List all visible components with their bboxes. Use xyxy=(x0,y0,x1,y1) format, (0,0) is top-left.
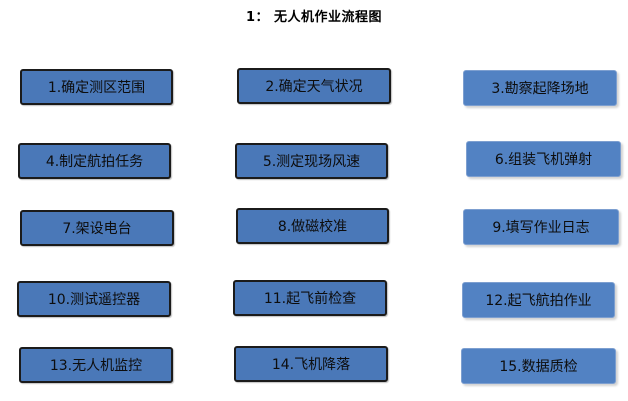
step-1-box: 1.确定测区范围 xyxy=(20,69,173,105)
step-14-box: 14.飞机降落 xyxy=(234,346,388,382)
step-4-box: 4.制定航拍任务 xyxy=(18,143,171,179)
step-13-box: 13.无人机监控 xyxy=(19,347,173,383)
step-9-box: 9.填写作业日志 xyxy=(463,209,619,245)
diagram-title: 1： 无人机作业流程图 xyxy=(245,10,383,25)
step-10-box: 10.测试遥控器 xyxy=(17,281,171,317)
step-3-box: 3.勘察起降场地 xyxy=(463,70,617,106)
step-2-box: 2.确定天气状况 xyxy=(237,68,391,104)
step-15-box: 15.数据质检 xyxy=(461,348,616,384)
step-12-box: 12.起飞航拍作业 xyxy=(462,282,615,318)
step-7-box: 7.架设电台 xyxy=(20,210,174,246)
step-6-box: 6.组装飞机弹射 xyxy=(466,141,621,177)
step-8-box: 8.做磁校准 xyxy=(236,208,389,244)
step-11-box: 11.起飞前检查 xyxy=(233,280,387,316)
step-5-box: 5.测定现场风速 xyxy=(235,143,388,179)
